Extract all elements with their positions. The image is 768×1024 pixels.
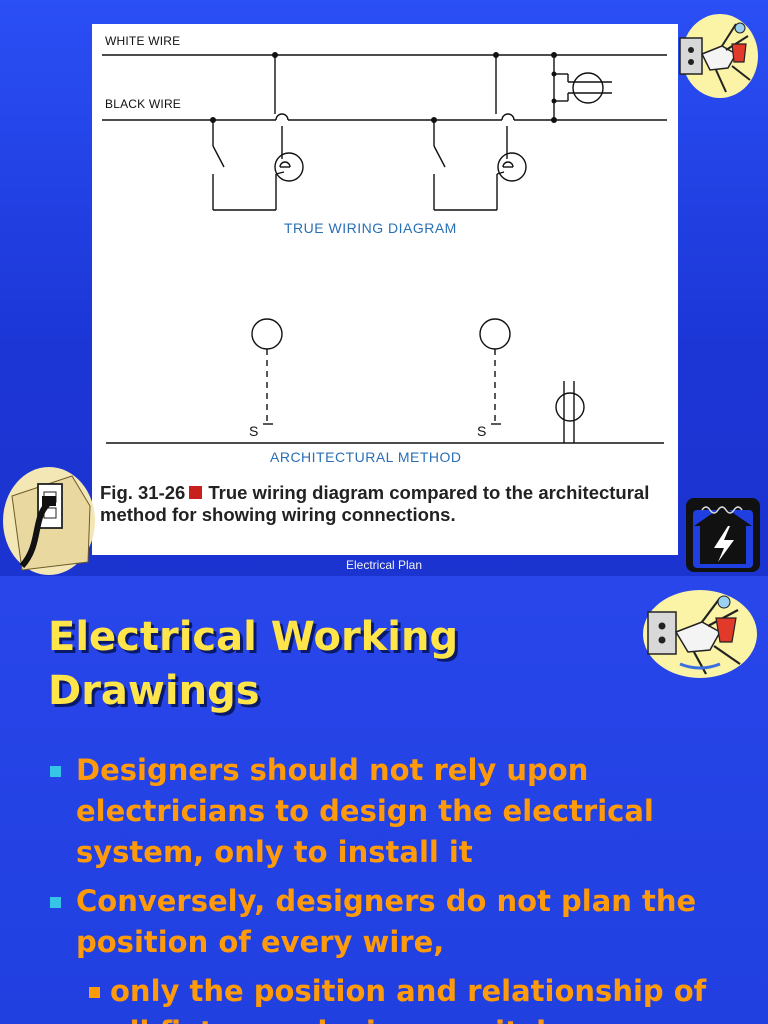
switch-symbol-1: S — [249, 423, 259, 439]
wiring-figure: WHITE WIRE BLACK WIRE TRUE WIRING DIAGRA… — [92, 24, 678, 555]
architectural-caption: ARCHITECTURAL METHOD — [270, 449, 462, 465]
house-lightning-icon — [684, 496, 762, 574]
slide-electrical-plan: WHITE WIRE BLACK WIRE TRUE WIRING DIAGRA… — [0, 0, 768, 576]
bullet-text: Designers should not rely upon electrici… — [76, 753, 654, 869]
bullet-marker — [50, 766, 61, 777]
bullet-item: Conversely, designers do not plan the po… — [48, 881, 748, 963]
wall-outlet-icon — [2, 466, 96, 576]
sub-bullet-text: only the position and relationship of al… — [110, 974, 707, 1024]
sub-bullet-marker — [89, 987, 100, 998]
plug-cartoon-icon — [676, 10, 758, 100]
bullet-item: Designers should not rely upon electrici… — [48, 750, 748, 873]
black-wire-label: BLACK WIRE — [105, 97, 182, 111]
true-wiring-caption: TRUE WIRING DIAGRAM — [284, 220, 457, 236]
slide-electrical-working-drawings: Electrical Working Drawings Designers sh… — [0, 576, 768, 1024]
sub-bullet-item: only the position and relationship of al… — [48, 971, 748, 1024]
wiring-diagram-drawing — [102, 52, 667, 444]
bullet-marker — [50, 897, 61, 908]
bullet-text: Conversely, designers do not plan the po… — [76, 884, 697, 959]
switch-symbol-2: S — [477, 423, 487, 439]
slide-title: Electrical Working Drawings — [48, 614, 459, 714]
caption-marker — [189, 486, 203, 499]
figure-caption-text: True wiring diagram compared to the arch… — [100, 482, 650, 525]
white-wire-label: WHITE WIRE — [105, 34, 181, 48]
bullet-list: Designers should not rely upon electrici… — [48, 750, 748, 1024]
figure-number: Fig. 31-26 — [100, 482, 186, 503]
slide-footer: Electrical Plan — [345, 558, 423, 572]
plug-cartoon-icon — [640, 588, 758, 680]
